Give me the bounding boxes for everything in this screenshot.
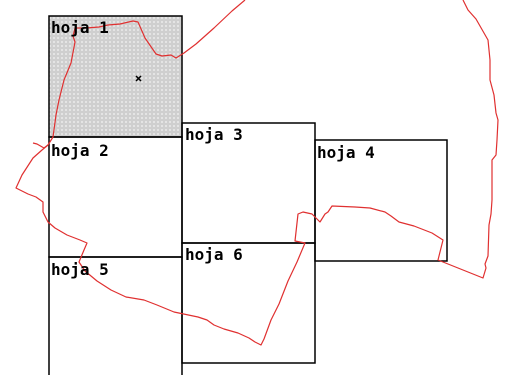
sheet-1-label: hoja 1 [51,18,109,37]
cross-marker-icon[interactable] [135,75,142,82]
sheet-frames [48,15,448,375]
sheet-4-frame[interactable] [314,139,448,262]
boundary-line-main [15,0,499,346]
sheet-5-label: hoja 5 [51,260,109,279]
sheet-3-label: hoja 3 [185,125,243,144]
sheet-6-label: hoja 6 [185,245,243,264]
boundary-line-spur [32,142,49,149]
selected-sheet-fill [49,16,182,137]
sheet-2-label: hoja 2 [51,141,109,160]
sheet-6-frame[interactable] [181,242,316,364]
sheet-4-label: hoja 4 [317,143,375,162]
boundary-lines [15,0,499,346]
